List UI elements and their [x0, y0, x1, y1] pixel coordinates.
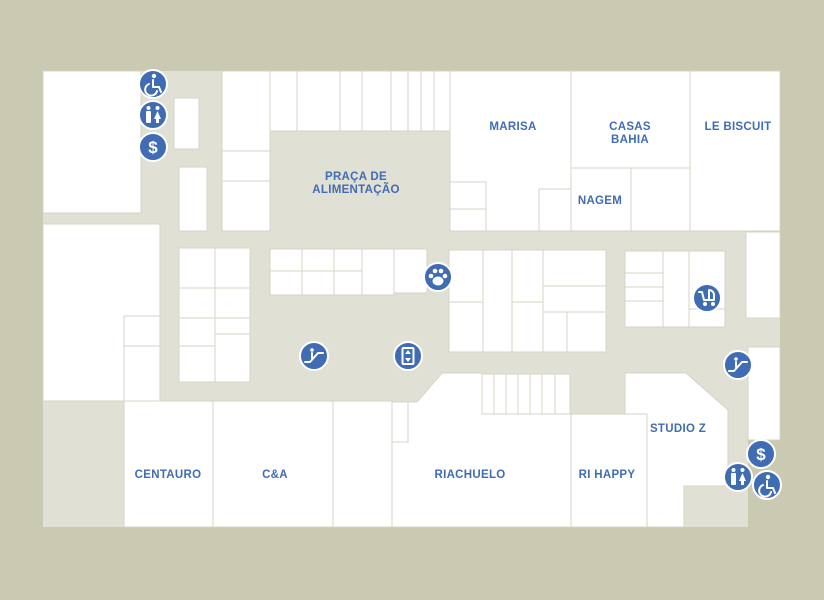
store-unit[interactable]	[393, 248, 428, 294]
kiosk[interactable]	[178, 166, 208, 232]
store-unit[interactable]	[214, 287, 251, 319]
atm-symbol: $	[756, 445, 766, 464]
store-unit[interactable]	[301, 270, 335, 296]
store-unit[interactable]	[214, 247, 251, 289]
store-unit[interactable]	[269, 248, 303, 272]
store-unit[interactable]	[333, 248, 363, 272]
store-unit[interactable]	[178, 287, 216, 319]
store-unit[interactable]	[123, 315, 161, 347]
store-unit[interactable]	[178, 317, 216, 347]
escalator-icon[interactable]	[723, 350, 753, 380]
store-unit[interactable]	[511, 301, 544, 353]
label-food-court-2: ALIMENTAÇÃO	[312, 183, 399, 196]
store-ri-happy[interactable]	[570, 413, 648, 528]
store-unit[interactable]	[269, 70, 298, 132]
store-unit[interactable]	[745, 231, 781, 319]
escalator-icon[interactable]	[299, 341, 329, 371]
store-nagem[interactable]	[570, 167, 632, 232]
kiosk[interactable]	[529, 373, 543, 415]
atm-icon[interactable]: $	[746, 439, 776, 469]
store-unit[interactable]	[449, 208, 487, 232]
pet-paw-icon[interactable]	[423, 262, 453, 292]
label-riachuelo: RIACHUELO	[434, 469, 505, 481]
stroller-icon[interactable]	[692, 283, 722, 313]
atm-symbol: $	[148, 138, 158, 157]
store-unit[interactable]	[221, 70, 271, 152]
store-unit[interactable]	[390, 70, 409, 132]
store-unit[interactable]	[333, 270, 363, 296]
store-unit[interactable]	[123, 345, 161, 402]
store-riachuelo[interactable]	[391, 372, 572, 528]
store-blocks	[42, 70, 781, 528]
store-unit[interactable]	[221, 180, 271, 232]
store-unit[interactable]	[482, 249, 513, 353]
label-ri-happy: RI HAPPY	[579, 469, 636, 481]
store-unit[interactable]	[511, 249, 544, 303]
store-centauro[interactable]	[123, 400, 214, 528]
store-unit[interactable]	[624, 250, 664, 274]
store-unit[interactable]	[407, 70, 422, 132]
store-unit[interactable]	[214, 333, 251, 383]
store-c-and-a[interactable]	[212, 400, 334, 528]
store-unit[interactable]	[747, 346, 781, 441]
kiosk[interactable]	[391, 401, 409, 443]
store-unit[interactable]	[448, 301, 484, 353]
store-unit[interactable]	[339, 70, 363, 132]
store-unit[interactable]	[448, 249, 484, 303]
wheelchair-icon[interactable]	[138, 69, 168, 99]
kiosk[interactable]	[505, 373, 519, 415]
restroom-icon[interactable]	[138, 100, 168, 130]
store-unit[interactable]	[178, 247, 216, 289]
store-unit[interactable]	[542, 311, 568, 353]
store-unit[interactable]	[566, 311, 607, 353]
store-unit[interactable]	[542, 285, 607, 313]
store-unit[interactable]	[420, 70, 435, 132]
store-unit[interactable]	[449, 181, 487, 210]
store-unit[interactable]	[301, 248, 335, 272]
label-centauro: CENTAURO	[135, 469, 202, 481]
store-unit[interactable]	[332, 400, 393, 528]
elevator-icon[interactable]	[393, 341, 423, 371]
store-unit[interactable]	[361, 70, 392, 132]
store-unit[interactable]	[433, 70, 451, 132]
restroom-icon[interactable]	[723, 462, 753, 492]
label-food-court-1: PRAÇA DE	[325, 171, 387, 183]
kiosk[interactable]	[554, 373, 571, 415]
store-unit[interactable]	[221, 150, 271, 182]
label-le-biscuit: LE BISCUIT	[705, 121, 772, 133]
store-unit[interactable]	[269, 270, 303, 296]
kiosk[interactable]	[541, 373, 556, 415]
kiosk[interactable]	[481, 373, 495, 415]
kiosk[interactable]	[173, 97, 200, 150]
store-labels: MARISA CASAS BAHIA LE BISCUIT NAGEM PRAÇ…	[135, 121, 772, 481]
store-unit[interactable]	[624, 286, 664, 302]
atm-icon[interactable]: $	[138, 132, 168, 162]
store-unit[interactable]	[542, 249, 607, 287]
store-unit[interactable]	[662, 250, 690, 328]
store-unit[interactable]	[630, 167, 691, 232]
store-unit[interactable]	[178, 345, 216, 383]
label-casas-bahia-2: BAHIA	[611, 134, 649, 146]
label-studio-z: STUDIO Z	[650, 423, 706, 435]
store-unit[interactable]	[538, 188, 572, 232]
store-unit[interactable]	[42, 70, 142, 214]
store-studio-z[interactable]	[624, 372, 729, 528]
store-unit[interactable]	[361, 248, 395, 296]
label-c-and-a: C&A	[262, 469, 288, 481]
label-nagem: NAGEM	[578, 195, 622, 207]
label-casas-bahia-1: CASAS	[609, 121, 651, 133]
store-unit[interactable]	[624, 272, 664, 288]
store-unit[interactable]	[296, 70, 341, 132]
kiosk[interactable]	[493, 373, 507, 415]
store-unit[interactable]	[214, 317, 251, 335]
wheelchair-icon[interactable]	[752, 470, 782, 500]
store-casas-bahia[interactable]	[570, 70, 691, 169]
store-unit[interactable]	[624, 300, 664, 328]
label-marisa: MARISA	[489, 121, 536, 133]
store-le-biscuit[interactable]	[689, 70, 781, 232]
kiosk[interactable]	[517, 373, 531, 415]
